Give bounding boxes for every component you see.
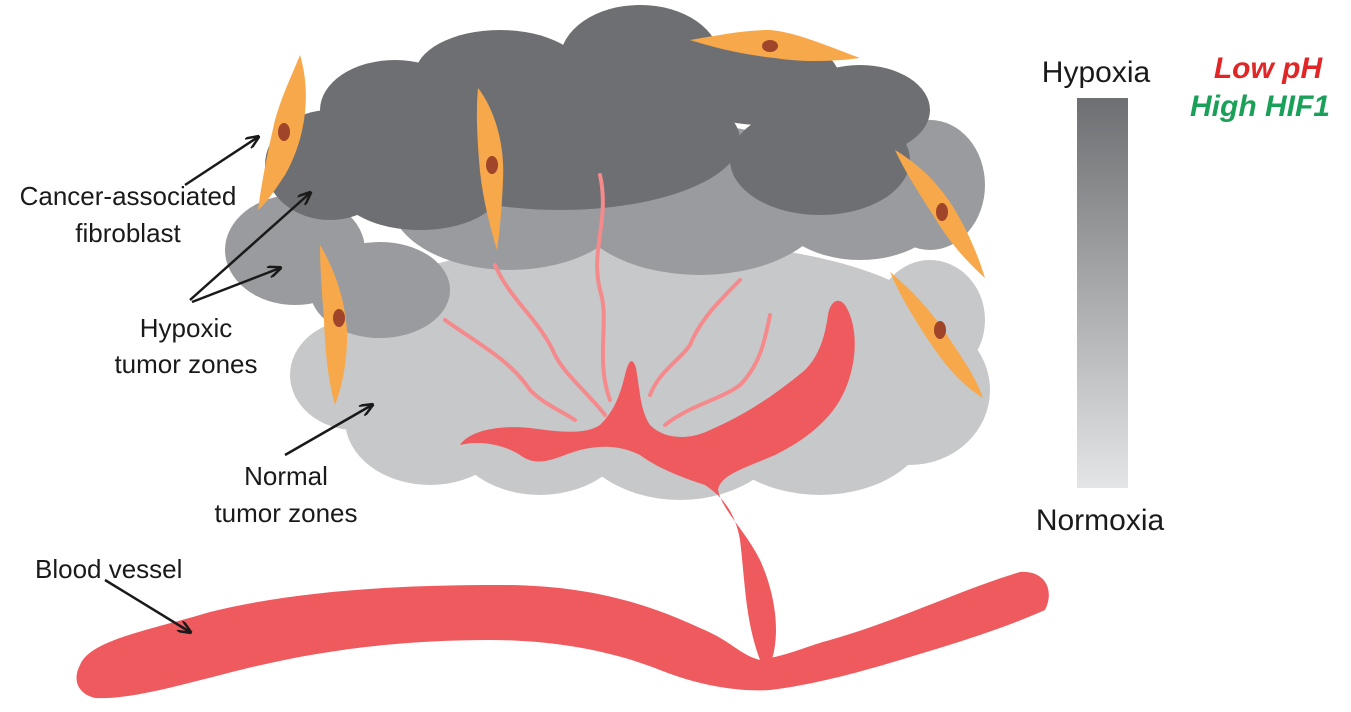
scale-top-label: Hypoxia — [1042, 56, 1151, 89]
hypoxic-arrow-lower — [191, 268, 280, 304]
high-hif1-label: High HIF1 — [1190, 90, 1330, 123]
annotation-arrows — [104, 137, 372, 632]
hypoxia-gradient-bar — [1077, 98, 1128, 488]
normal-arrow — [284, 405, 372, 457]
hypoxic-tumor-zone — [265, 5, 930, 230]
hypoxic-arrow-upper — [189, 193, 310, 301]
caf-arrow — [184, 137, 258, 187]
fibroblast-cell — [895, 150, 985, 278]
oxygen-scale: Hypoxia Normoxia Low pH High HIF1 — [1036, 52, 1330, 537]
fibroblast-cell — [690, 30, 860, 61]
normal-label-line2: tumor zones — [214, 498, 357, 528]
low-ph-label: Low pH — [1214, 52, 1324, 85]
fibroblast-cell — [890, 272, 983, 398]
caf-label-line1: Cancer-associated — [20, 181, 237, 211]
fibroblast-cell — [476, 88, 504, 250]
blood-vessel-label: Blood vessel — [35, 554, 182, 584]
fibroblast-cell — [258, 55, 306, 210]
left-labels: Cancer-associated fibroblast Hypoxic tum… — [20, 181, 358, 584]
cancer-associated-fibroblasts — [258, 30, 985, 405]
capillaries — [443, 173, 772, 427]
blood-vessel-arrow — [104, 578, 190, 632]
blood-vessel — [76, 300, 1049, 699]
hypoxic-label-line2: tumor zones — [114, 349, 257, 379]
fibroblast-cell — [320, 245, 348, 405]
hypoxic-label-line1: Hypoxic — [140, 313, 232, 343]
normal-label-line1: Normal — [244, 461, 328, 491]
caf-label-line2: fibroblast — [75, 218, 181, 248]
scale-bottom-label: Normoxia — [1036, 504, 1165, 537]
